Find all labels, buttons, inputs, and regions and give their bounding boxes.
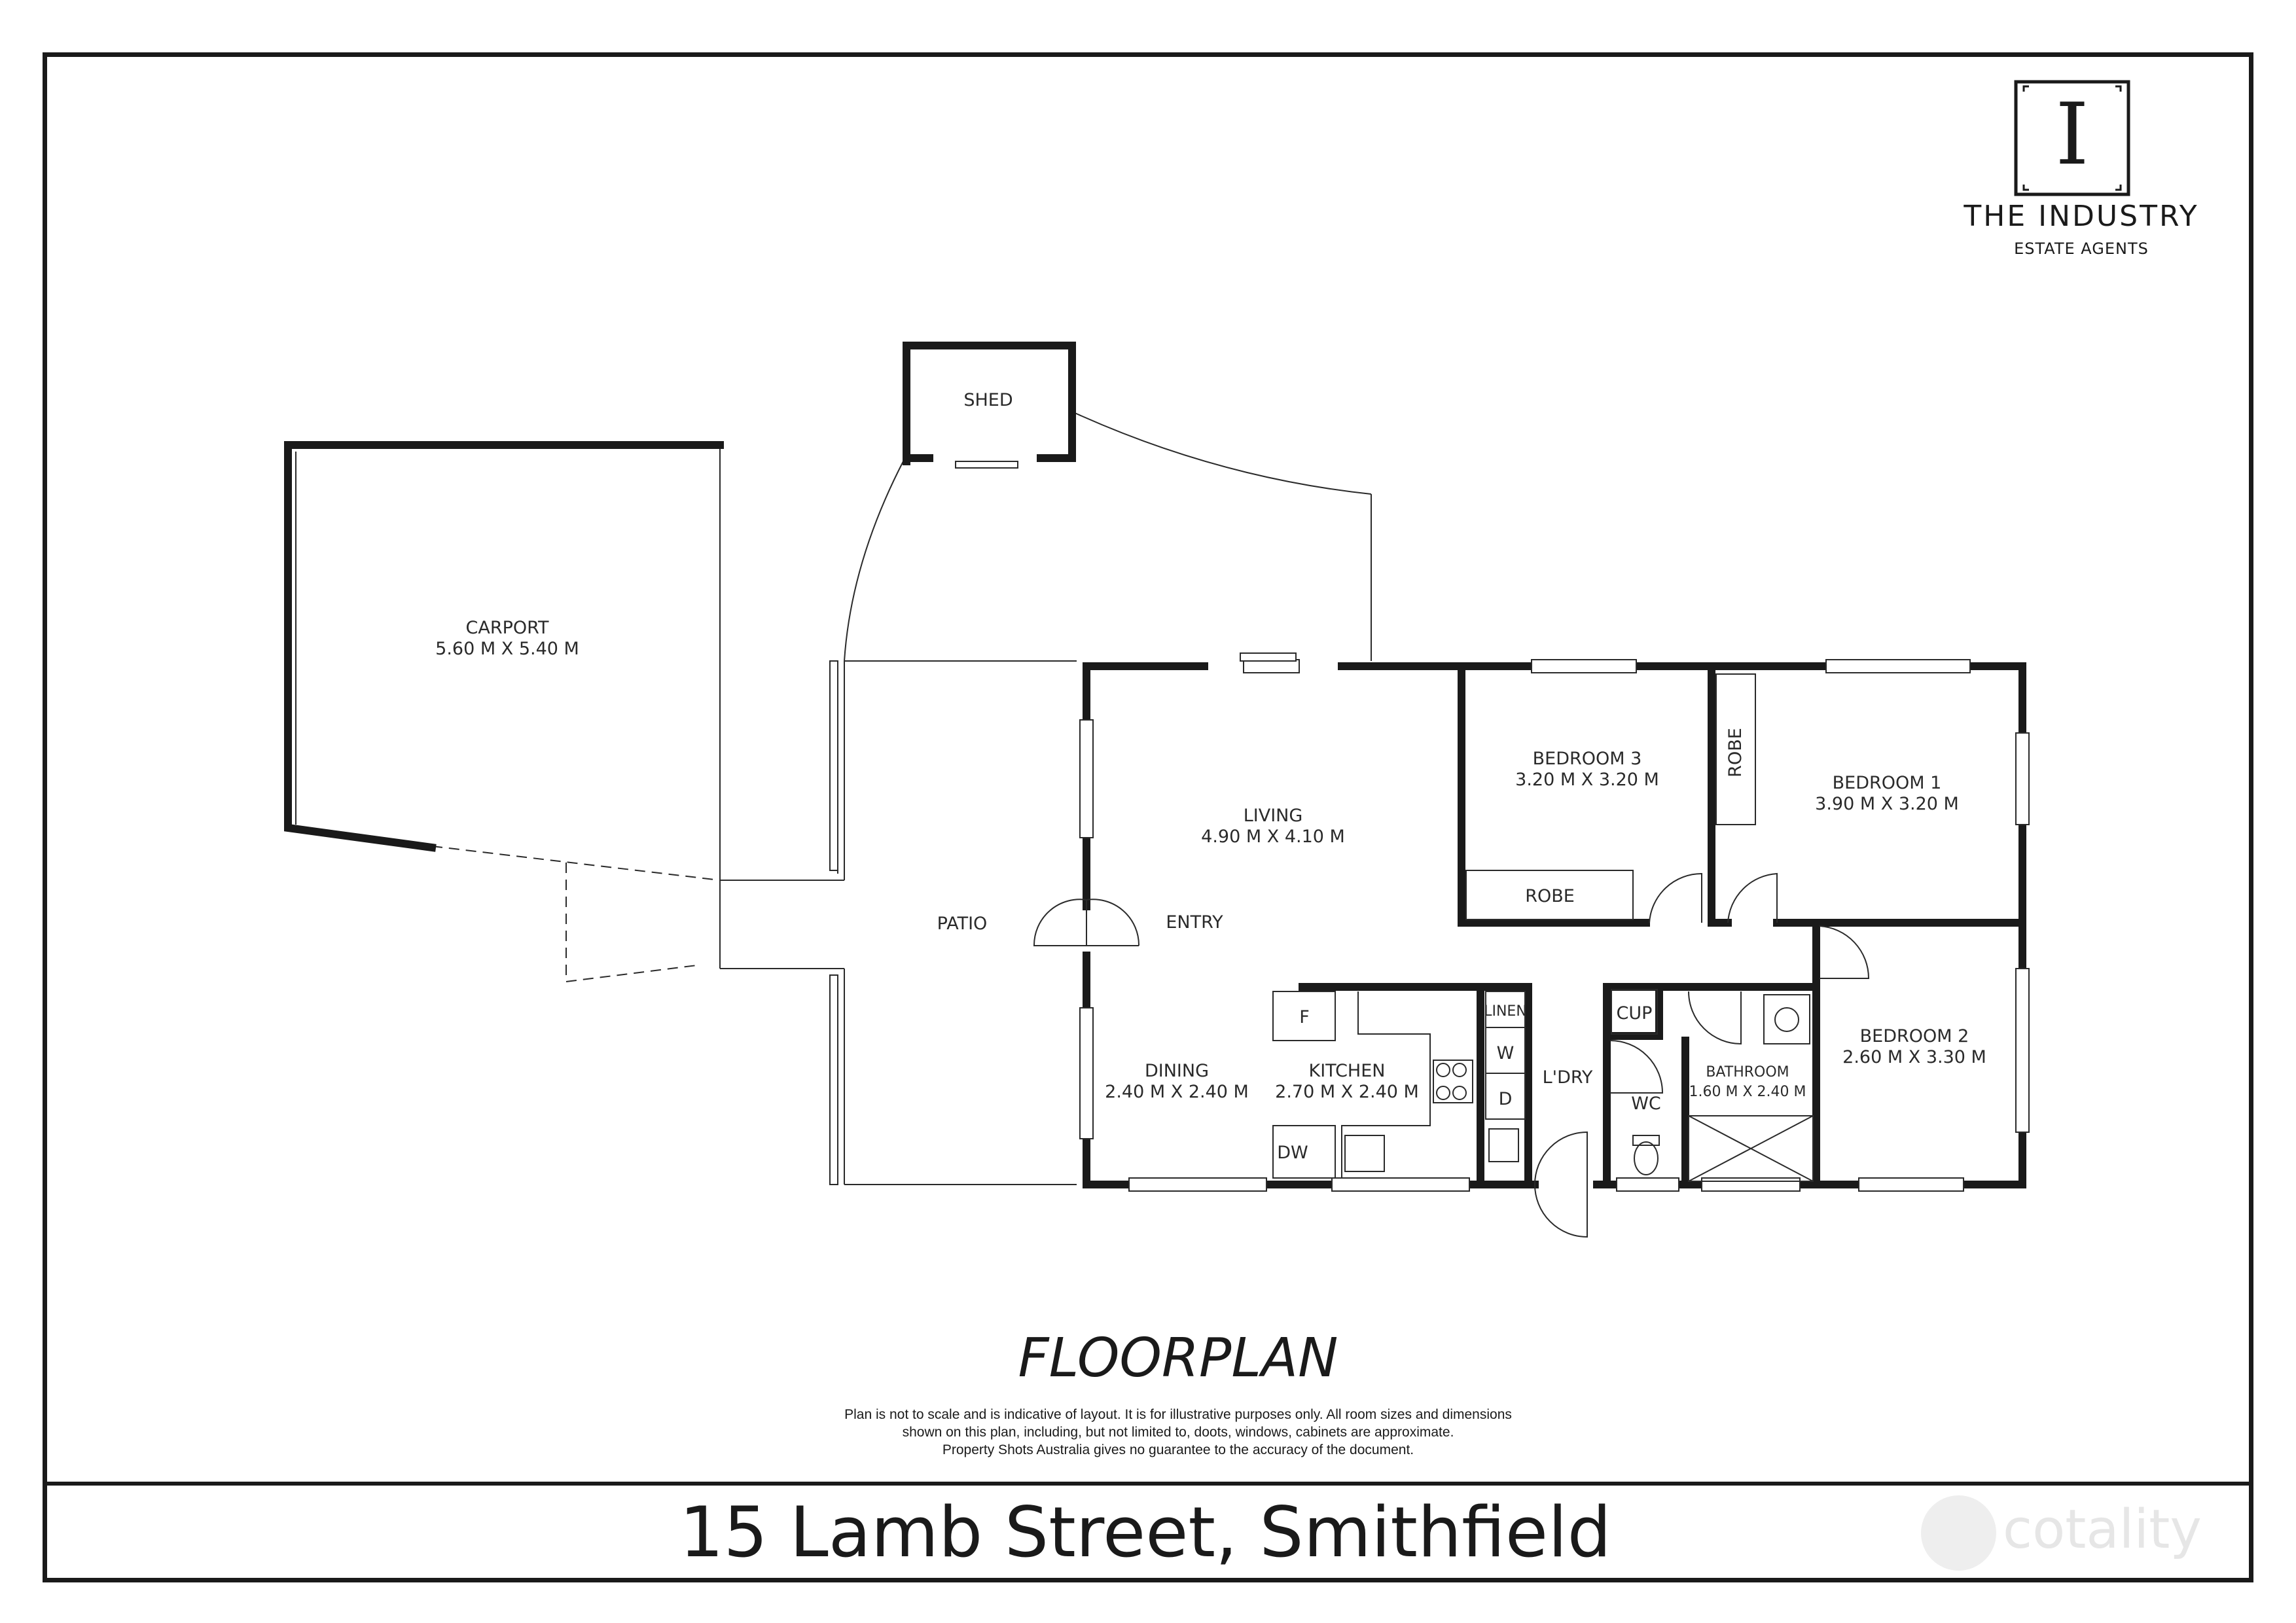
room-label-bathroom: BATHROOM (1706, 1064, 1789, 1080)
logo-monogram: I (2055, 84, 2089, 184)
disclaimer-line: Property Shots Australia gives no guaran… (942, 1442, 1414, 1457)
room-label-wc: WC (1631, 1094, 1661, 1114)
room-label-bedroom-2: BEDROOM 2 (1860, 1026, 1969, 1046)
plan-title: FLOORPLAN (1018, 1327, 1338, 1389)
watermark-text: cotality (2003, 1499, 2202, 1561)
fixture-cup: CUP (1617, 1003, 1653, 1024)
room-label-shed: SHED (963, 390, 1013, 410)
room-label-patio: PATIO (937, 914, 988, 934)
disclaimer: Plan is not to scale and is indicative o… (720, 1406, 1636, 1459)
room-label-living: LIVING (1244, 806, 1303, 826)
fixture-linen: LINEN (1484, 1003, 1527, 1020)
brand-subtitle: ESTATE AGENTS (2014, 240, 2149, 258)
fixture-fridge: F (1299, 1007, 1310, 1027)
page-frame (43, 52, 2253, 1582)
room-size-carport: 5.60 M X 5.40 M (435, 639, 579, 659)
property-address: 15 Lamb Street, Smithfield (679, 1492, 1611, 1573)
room-size-bedroom-3: 3.20 M X 3.20 M (1515, 770, 1659, 790)
room-size-bathroom: 1.60 M X 2.40 M (1689, 1084, 1806, 1100)
room-label-carport: CARPORT (466, 618, 549, 638)
room-label-kitchen: KITCHEN (1309, 1061, 1386, 1081)
disclaimer-line: Plan is not to scale and is indicative o… (844, 1407, 1512, 1422)
room-size-living: 4.90 M X 4.10 M (1201, 827, 1345, 847)
address-divider (43, 1482, 2253, 1486)
brand-name: THE INDUSTRY (1964, 200, 2199, 233)
room-label-entry: ENTRY (1166, 912, 1223, 933)
fixture-dishwasher: DW (1277, 1143, 1308, 1163)
room-label-laundry: L'DRY (1543, 1067, 1593, 1088)
room-size-bedroom-1: 3.90 M X 3.20 M (1815, 794, 1959, 814)
room-size-kitchen: 2.70 M X 2.40 M (1275, 1082, 1419, 1102)
watermark-logo-icon (1921, 1495, 1996, 1571)
room-size-bedroom-2: 2.60 M X 3.30 M (1842, 1047, 1986, 1067)
room-label-bedroom-1: BEDROOM 1 (1833, 773, 1942, 793)
disclaimer-line: shown on this plan, including, but not l… (902, 1425, 1454, 1440)
fixture-dryer: D (1499, 1089, 1513, 1109)
room-label-dining: DINING (1145, 1061, 1209, 1081)
room-label-bedroom-3: BEDROOM 3 (1533, 749, 1642, 769)
fixture-robe-bedroom-3: ROBE (1525, 886, 1575, 906)
fixture-washer: W (1497, 1043, 1515, 1063)
fixture-robe-bedroom-1: ROBE (1725, 728, 1746, 777)
logo-mark: I (2014, 80, 2130, 196)
room-size-dining: 2.40 M X 2.40 M (1105, 1082, 1249, 1102)
